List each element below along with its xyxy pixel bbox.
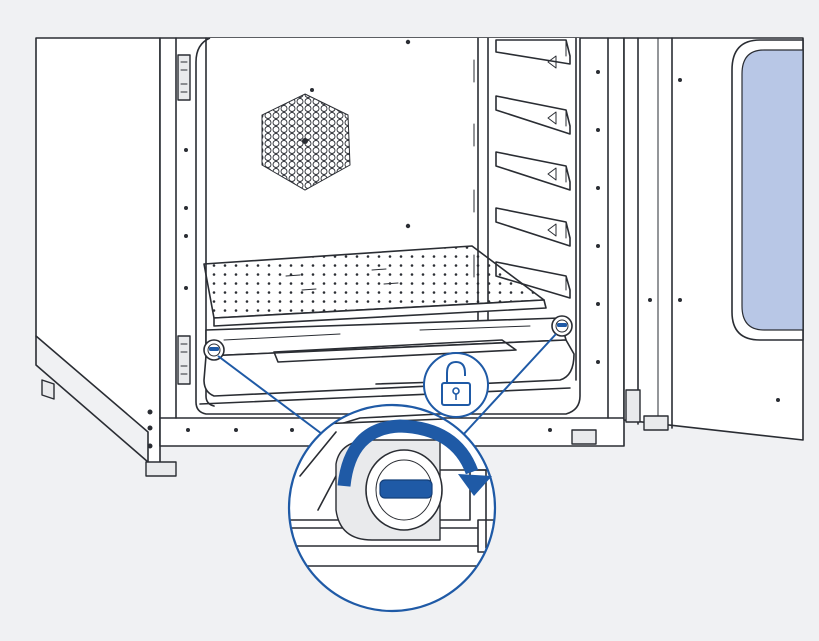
hinge-upper xyxy=(177,54,191,101)
callout-lines xyxy=(217,333,557,441)
zoom-circle-outline xyxy=(287,403,497,613)
left-foot xyxy=(41,379,55,400)
door-latch xyxy=(643,415,669,431)
lock-icon xyxy=(423,352,489,418)
shelf-rails-right xyxy=(473,37,577,381)
front-foot-right xyxy=(571,429,597,445)
lock-knob-right xyxy=(551,315,573,337)
zoom-detail xyxy=(287,403,497,613)
lock-knob-left xyxy=(203,339,225,361)
oven-door xyxy=(623,37,804,441)
rotate-clockwise-arrow-icon xyxy=(337,419,479,487)
lock-lever xyxy=(379,479,433,499)
perforated-shelf xyxy=(203,245,547,327)
fan-grille xyxy=(261,93,351,191)
door-window-glass xyxy=(741,49,804,331)
frame-screws xyxy=(147,70,600,449)
door-hinge xyxy=(625,389,641,423)
front-foot-left xyxy=(145,461,177,477)
oven-cabinet xyxy=(35,37,625,477)
hinge-lower xyxy=(177,335,191,385)
